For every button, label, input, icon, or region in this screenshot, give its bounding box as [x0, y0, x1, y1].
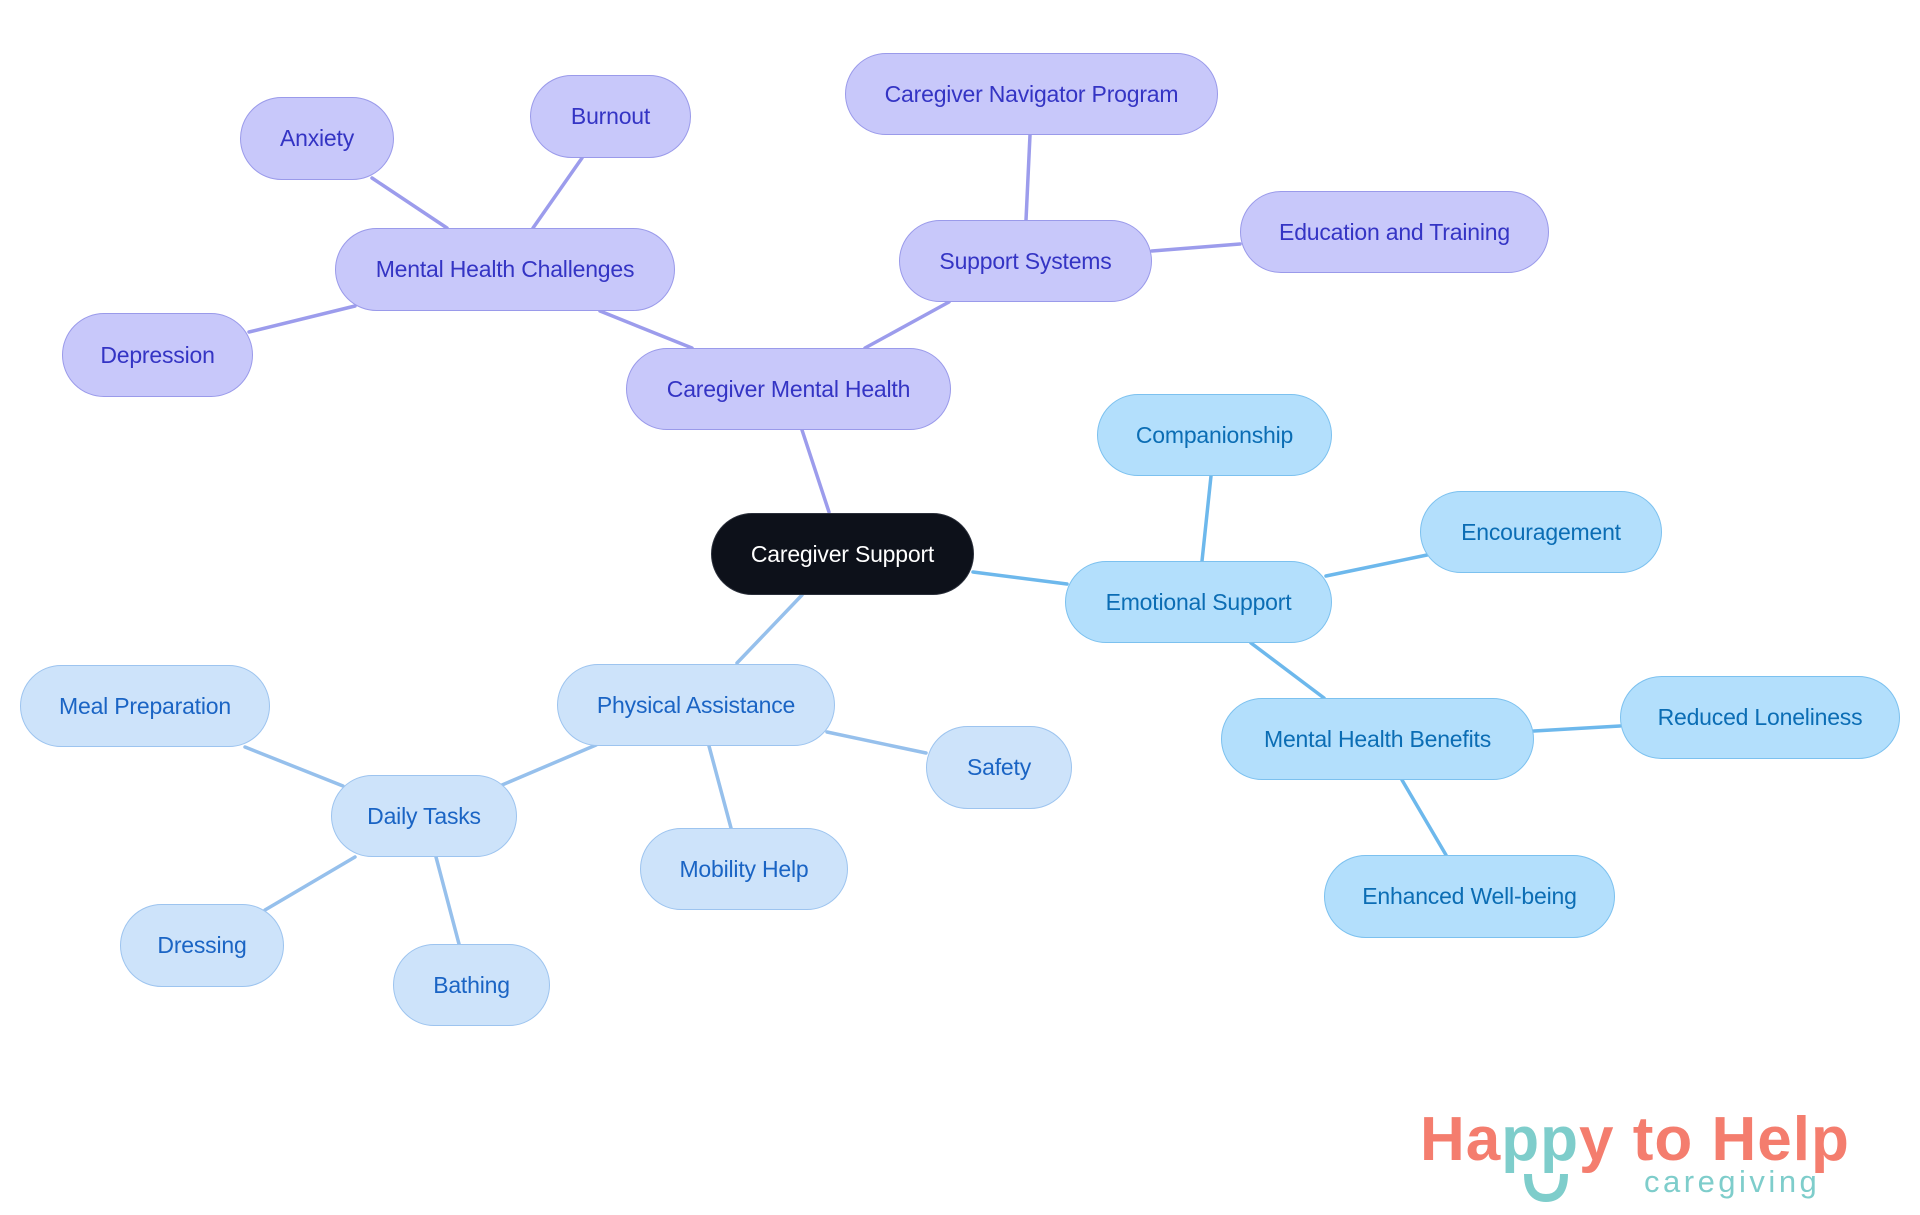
node-label: Safety — [966, 754, 1031, 780]
node-mobility[interactable]: Mobility Help — [640, 828, 848, 910]
node-burnout[interactable]: Burnout — [530, 75, 691, 158]
node-ss[interactable]: Support Systems — [899, 220, 1152, 302]
node-root[interactable]: Caregiver Support — [711, 513, 974, 595]
node-label: Anxiety — [279, 125, 355, 151]
node-rl[interactable]: Reduced Loneliness — [1620, 676, 1900, 759]
logo-wordmark: Happy to Help — [1420, 1104, 1850, 1176]
happy-to-help-logo: Happy to Help caregiving — [1420, 1104, 1890, 1204]
node-label: Caregiver Navigator Program — [884, 80, 1179, 107]
node-cmh[interactable]: Caregiver Mental Health — [626, 348, 951, 430]
connector-mhc-depression — [247, 304, 357, 334]
node-label: Bathing — [433, 971, 510, 998]
logo-text-pp: pp — [1501, 1105, 1580, 1174]
node-label: Caregiver Mental Health — [666, 375, 911, 402]
connector-pa-safety — [825, 730, 928, 755]
connector-cmh-ss — [863, 300, 951, 350]
node-cnp[interactable]: Caregiver Navigator Program — [845, 53, 1218, 135]
node-label: Mental Health Challenges — [375, 256, 635, 282]
node-label: Reduced Loneliness — [1657, 704, 1863, 730]
connector-es-encouragement — [1324, 553, 1429, 578]
node-label: Daily Tasks — [367, 802, 481, 829]
node-label: Depression — [100, 341, 215, 368]
node-mhc[interactable]: Mental Health Challenges — [335, 228, 675, 311]
connector-es-companionship — [1200, 474, 1213, 563]
node-label: Mental Health Benefits — [1263, 725, 1491, 752]
node-anxiety[interactable]: Anxiety — [240, 97, 394, 180]
node-label: Physical Assistance — [596, 691, 796, 718]
node-safety[interactable]: Safety — [926, 726, 1072, 809]
connector-mhc-burnout — [531, 156, 584, 230]
node-encouragement[interactable]: Encouragement — [1420, 491, 1662, 573]
connector-root-es — [971, 570, 1069, 586]
node-depression[interactable]: Depression — [62, 313, 253, 397]
node-label: Caregiver Support — [750, 540, 935, 567]
node-label: Enhanced Well-being — [1362, 883, 1577, 909]
connector-es-mhb — [1249, 641, 1326, 700]
node-label: Encouragement — [1461, 518, 1621, 545]
node-dressing[interactable]: Dressing — [120, 904, 284, 987]
connector-pa-dt — [500, 743, 598, 787]
node-label: Mobility Help — [679, 855, 809, 882]
node-label: Companionship — [1135, 421, 1294, 448]
connector-dt-bathing — [434, 855, 461, 946]
connector-dt-dressing — [263, 855, 357, 912]
node-dt[interactable]: Daily Tasks — [331, 775, 517, 857]
node-ew[interactable]: Enhanced Well-being — [1324, 855, 1615, 938]
node-label: Support Systems — [939, 247, 1112, 274]
logo-text-y-to-help: y to Help — [1579, 1105, 1850, 1174]
connector-ss-cnp — [1024, 133, 1032, 222]
node-companionship[interactable]: Companionship — [1097, 394, 1332, 476]
node-bathing[interactable]: Bathing — [393, 944, 550, 1026]
connector-cmh-mhc — [598, 309, 694, 350]
connector-ss-eat — [1150, 242, 1242, 253]
node-mhb[interactable]: Mental Health Benefits — [1221, 698, 1534, 780]
connector-pa-mobility — [707, 744, 733, 830]
node-pa[interactable]: Physical Assistance — [557, 664, 835, 746]
connector-dt-meal — [243, 745, 345, 788]
node-label: Meal Preparation — [59, 692, 231, 719]
node-label: Dressing — [157, 932, 247, 958]
logo-smile-icon — [1524, 1173, 1568, 1202]
connector-mhb-ew — [1400, 778, 1448, 857]
node-label: Education and Training — [1279, 218, 1510, 245]
connector-root-pa — [735, 593, 804, 665]
logo-text-ha: Ha — [1420, 1105, 1502, 1174]
node-label: Burnout — [570, 103, 651, 129]
node-meal[interactable]: Meal Preparation — [20, 665, 270, 747]
logo-subtitle: caregiving — [1644, 1164, 1821, 1199]
connector-mhb-rl — [1532, 724, 1622, 733]
node-es[interactable]: Emotional Support — [1065, 561, 1332, 643]
connector-root-cmh — [800, 428, 831, 514]
node-label: Emotional Support — [1105, 588, 1292, 615]
connector-mhc-anxiety — [370, 176, 449, 230]
node-eat[interactable]: Education and Training — [1240, 191, 1549, 273]
